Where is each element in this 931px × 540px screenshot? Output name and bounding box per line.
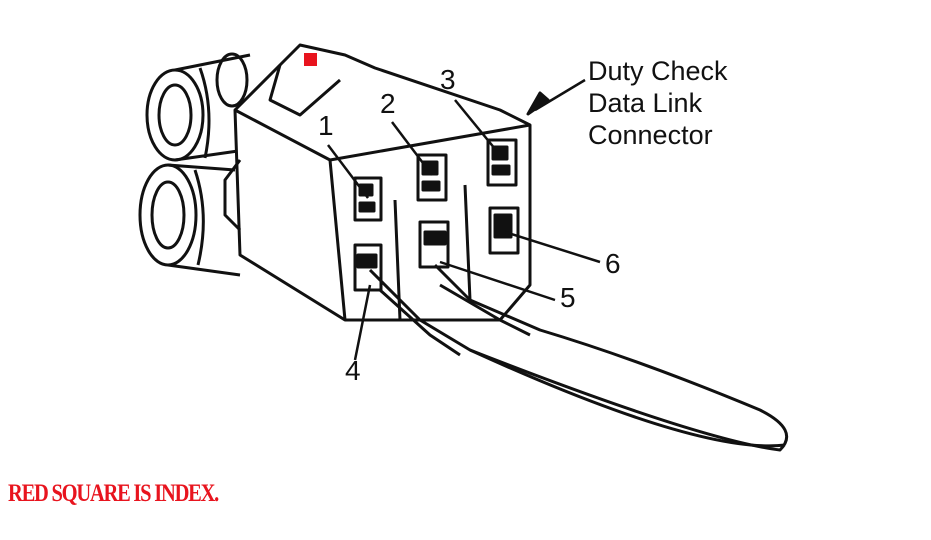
pin-number-5: 5	[560, 282, 576, 313]
callout-line-2: Data Link	[588, 88, 703, 118]
pin-number-1: 1	[318, 110, 334, 141]
pin-number-3: 3	[440, 64, 456, 95]
pin-cavities	[353, 138, 520, 292]
index-note: RED SQUARE IS INDEX.	[8, 480, 219, 507]
index-marker-red-square	[304, 53, 317, 66]
pin-number-4: 4	[345, 355, 361, 386]
callout-line-3: Connector	[588, 120, 713, 150]
callout-label: Duty Check Data Link Connector	[588, 55, 728, 151]
pin-number-6: 6	[605, 248, 621, 279]
callout-line-1: Duty Check	[588, 56, 728, 86]
pin-number-2: 2	[380, 88, 396, 119]
rear-plug-lower	[138, 163, 241, 277]
jumper-wire	[368, 263, 789, 452]
leader-lines	[327, 78, 601, 361]
arrowhead-icon	[526, 91, 550, 116]
rear-plug-upper	[145, 52, 251, 162]
